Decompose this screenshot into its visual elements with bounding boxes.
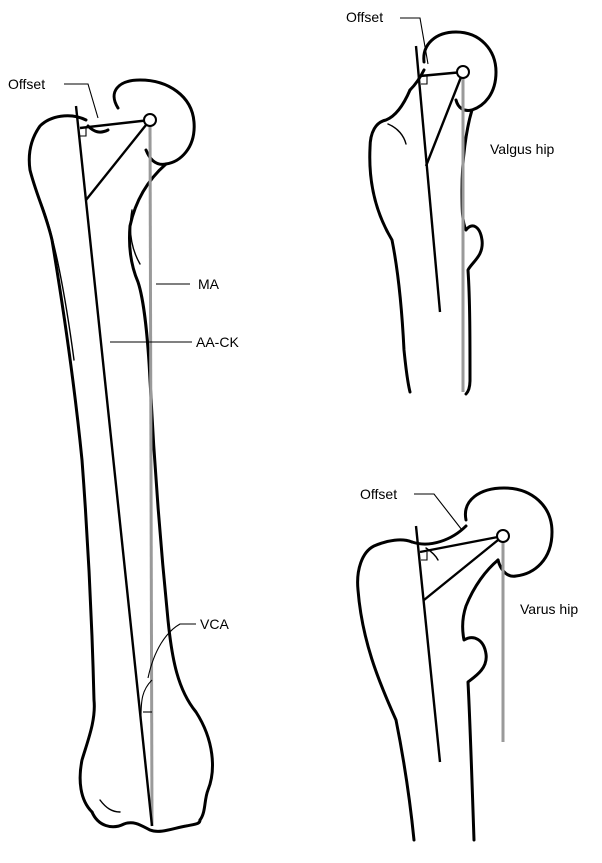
valgus-hip-label: Valgus hip [490, 141, 555, 157]
valgus-medial-cortex [462, 110, 482, 394]
distal-condyles-outline [92, 812, 200, 831]
head-center-marker [144, 114, 156, 126]
offset-leader [64, 84, 98, 118]
valgus-neck-outline [410, 70, 424, 90]
varus-neck-outline [412, 526, 466, 544]
vca-label: VCA [200, 616, 229, 632]
condyle-detail-line [100, 800, 120, 812]
varus-hip-figure: Offset Varus hip [358, 486, 579, 840]
valgus-hip-figure: Offset Valgus hip [346, 9, 555, 394]
mechanical-axis-line [150, 120, 152, 826]
aa-ck-label: AA-CK [196, 334, 239, 350]
valgus-anatomical-axis [416, 46, 440, 312]
valgus-neck-axis [426, 72, 463, 166]
valgus-head-center-marker [457, 66, 469, 78]
lateral-cortex-outline [29, 116, 94, 812]
varus-lateral-cortex [358, 540, 414, 840]
valgus-offset-label: Offset [346, 9, 383, 25]
varus-anatomical-axis [416, 526, 440, 762]
varus-head-center-marker [497, 530, 509, 542]
ma-label: MA [198, 276, 220, 292]
full-femur: Offset MA AA-CK VCA [8, 76, 239, 831]
offset-label: Offset [8, 76, 45, 92]
varus-offset-label: Offset [360, 486, 397, 502]
offset-line [80, 120, 150, 128]
varus-medial-cortex [463, 560, 498, 840]
right-angle-marker [80, 128, 86, 136]
varus-offset-leader [414, 494, 462, 530]
valgus-lateral-cortex [370, 90, 410, 392]
valgus-right-angle-marker [421, 76, 427, 84]
varus-hip-label: Varus hip [520, 601, 578, 617]
varus-right-angle-marker [421, 552, 427, 560]
valgus-detail-line [388, 124, 406, 144]
